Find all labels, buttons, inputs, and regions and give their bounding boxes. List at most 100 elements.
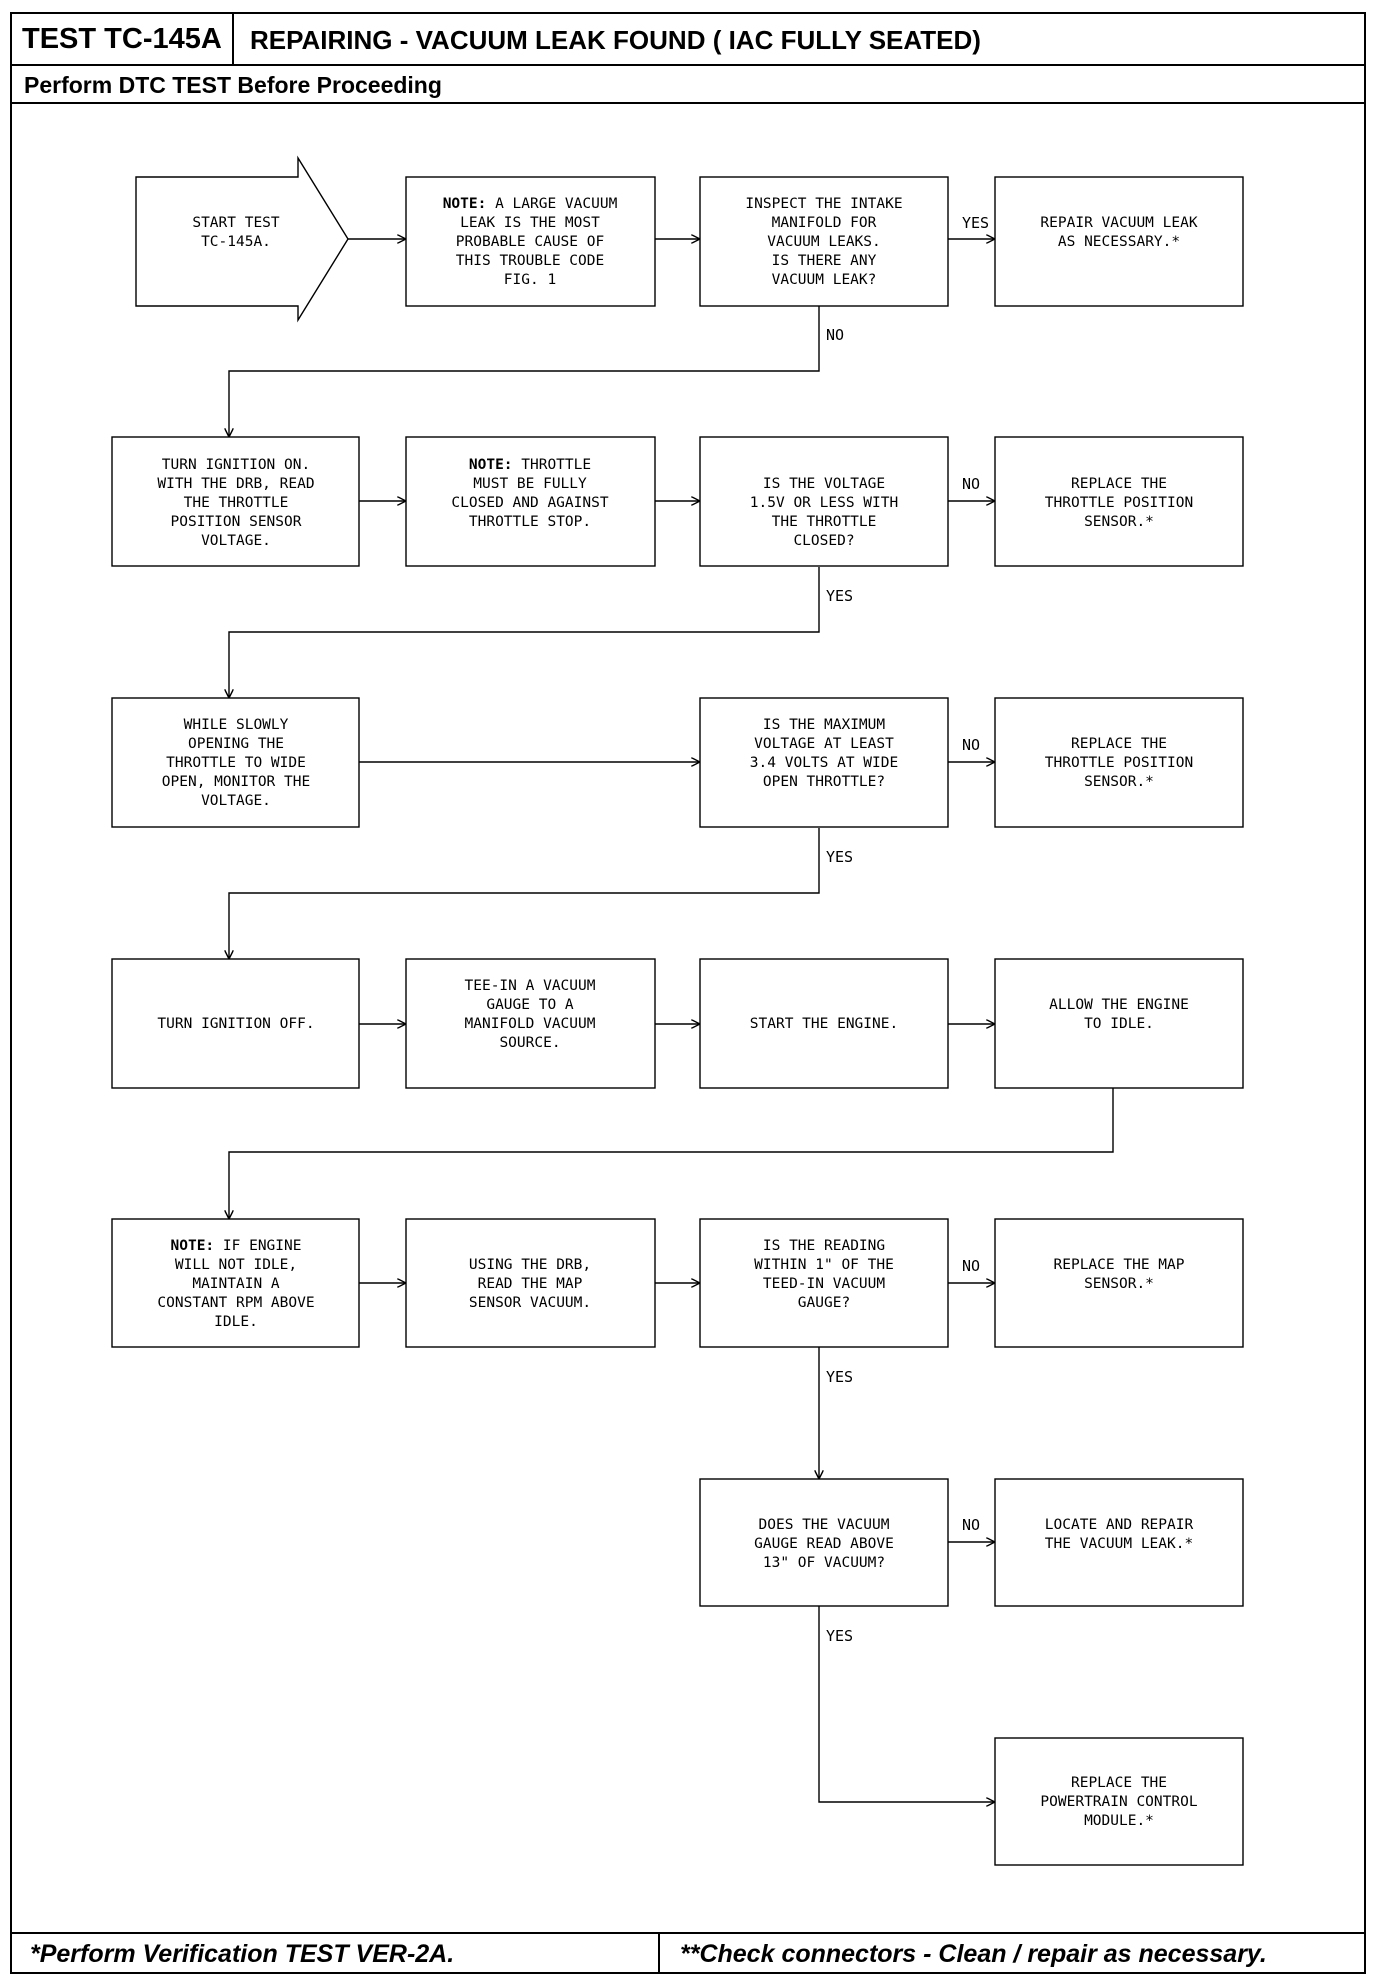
box-text-line: THROTTLE POSITION [1045,495,1193,511]
box-text-line: IS THERE ANY [772,253,877,269]
box-text-line: NOTE: A LARGE VACUUM [443,196,618,212]
box-text-line: CLOSED? [793,533,854,549]
box-repair-leak [994,176,1244,307]
box-text-line: CLOSED AND AGAINST [451,495,608,511]
box-text-line: IS THE VOLTAGE [763,476,885,492]
box-text-line: VACUUM LEAK? [772,272,877,288]
page-frame: TEST TC-145A REPAIRING - VACUUM LEAK FOU… [10,12,1366,1974]
label-no: NO [962,736,980,754]
text-inspect-manifold: INSPECT THE INTAKE MANIFOLD FOR VACUUM LEA… [745,196,902,288]
label-no: NO [962,1257,980,1275]
box-text-line: VOLTAGE AT LEAST [754,736,894,752]
box-text-line: USING THE DRB, [469,1257,591,1273]
box-text-line: PROBABLE CAUSE OF [456,234,604,250]
arrow-idle-to-note [229,1088,1114,1219]
box-replace-tps-2 [994,697,1244,828]
note-prefix: NOTE: [171,1238,223,1254]
box-text-line: VOLTAGE. [201,793,271,809]
text-replace-map: REPLACE THE MAP SENSOR.* [1054,1257,1185,1292]
box-text-line: FIG. 1 [504,272,556,288]
box-text-line: THE THROTTLE [772,514,877,530]
box-replace-tps-1 [994,436,1244,567]
start-arrow-shape [135,155,349,323]
box-text-line: TEED-IN VACUUM [763,1276,885,1292]
box-voltage-closed [699,436,949,567]
box-start-engine [699,958,949,1089]
box-text-line: REPLACE THE MAP [1054,1257,1185,1273]
box-text-line: REPLACE THE [1071,736,1167,752]
text-voltage-wot: IS THE MAXIMUM VOLTAGE AT LEAST 3.4 VOLTS … [750,717,898,790]
header-bar: TEST TC-145A REPAIRING - VACUUM LEAK FOU… [12,14,1364,66]
box-text-line: SENSOR.* [1084,774,1154,790]
text-start-engine: START THE ENGINE. [750,1016,898,1032]
box-text-line: POWERTRAIN CONTROL [1040,1794,1197,1810]
box-allow-idle [994,958,1244,1089]
box-texts: START TEST TC-145A. NOTE: A LARGE VACUUM L… [157,196,1197,1829]
box-ignition-off [111,958,360,1089]
text-allow-idle: ALLOW THE ENGINE TO IDLE. [1049,997,1189,1032]
box-note-idle [111,1218,360,1348]
footer-note-connectors: **Check connectors - Clean / repair as n… [680,1940,1267,1968]
text-start: START TEST TC-145A. [192,215,280,250]
box-text-line: THROTTLE STOP. [469,514,591,530]
box-inspect-manifold [699,176,949,307]
label-yes: YES [826,848,853,866]
box-text-line: IS THE MAXIMUM [763,717,885,733]
box-replace-pcm [994,1737,1244,1866]
box-text-line: SENSOR VACUUM. [469,1295,591,1311]
page-subtitle: Perform DTC TEST Before Proceeding [12,66,1364,104]
box-text-line: MAINTAIN A [192,1276,280,1292]
flow-connectors [229,239,1114,1802]
box-text-line: START TEST [192,215,280,231]
box-text-line: SENSOR.* [1084,1276,1154,1292]
box-replace-map [994,1218,1244,1348]
arrow-gauge-to-pcm [818,1606,995,1802]
box-text-line: REPAIR VACUUM LEAK [1040,215,1197,231]
box-text-line: ALLOW THE ENGINE [1049,997,1189,1013]
box-text-line: TURN IGNITION ON. [162,457,310,473]
box-note-throttle [405,436,656,567]
box-text-line: TC-145A. [201,234,271,250]
box-text-line: MANIFOLD FOR [772,215,877,231]
footer-note-verification: *Perform Verification TEST VER-2A. [12,1934,660,1974]
box-text-line: 13" OF VACUUM? [763,1555,885,1571]
decision-labels: YES NO NO YES NO YES NO YES NO YES [826,214,989,1645]
label-yes: YES [962,214,989,232]
box-text-line: THROTTLE TO WIDE [166,755,306,771]
box-text-line: INSPECT THE INTAKE [745,196,902,212]
box-text-line: OPEN THROTTLE? [763,774,885,790]
label-yes: YES [826,1627,853,1645]
box-text-line: 3.4 VOLTS AT WIDE [750,755,898,771]
box-text-line: LOCATE AND REPAIR [1045,1517,1194,1533]
note-prefix: NOTE: [443,196,495,212]
label-yes: YES [826,1368,853,1386]
label-yes: YES [826,587,853,605]
box-text-line: DOES THE VACUUM [759,1517,890,1533]
box-text-line: OPEN, MONITOR THE [162,774,310,790]
box-text-line: GAUGE? [798,1295,850,1311]
page-title: REPAIRING - VACUUM LEAK FOUND ( IAC FULL… [250,25,981,55]
box-text-line: SENSOR.* [1084,514,1154,530]
test-id: TEST TC-145A [12,14,234,64]
text-reading-within: IS THE READING WITHIN 1" OF THE TEED-IN VA… [754,1238,894,1311]
box-text-line: WITHIN 1" OF THE [754,1257,894,1273]
box-text-line: WHILE SLOWLY [184,717,289,733]
box-text-line: TO IDLE. [1084,1016,1154,1032]
box-text-line: IS THE READING [763,1238,885,1254]
flow-boxes [111,155,1244,1866]
note-prefix: NOTE: [469,457,521,473]
footer-bar: *Perform Verification TEST VER-2A. **Che… [12,1932,1364,1974]
box-text-line: GAUGE READ ABOVE [754,1536,894,1552]
box-note-large-leak [405,176,656,307]
box-text-line: READ THE MAP [478,1276,583,1292]
box-text-line: THIS TROUBLE CODE [456,253,604,269]
